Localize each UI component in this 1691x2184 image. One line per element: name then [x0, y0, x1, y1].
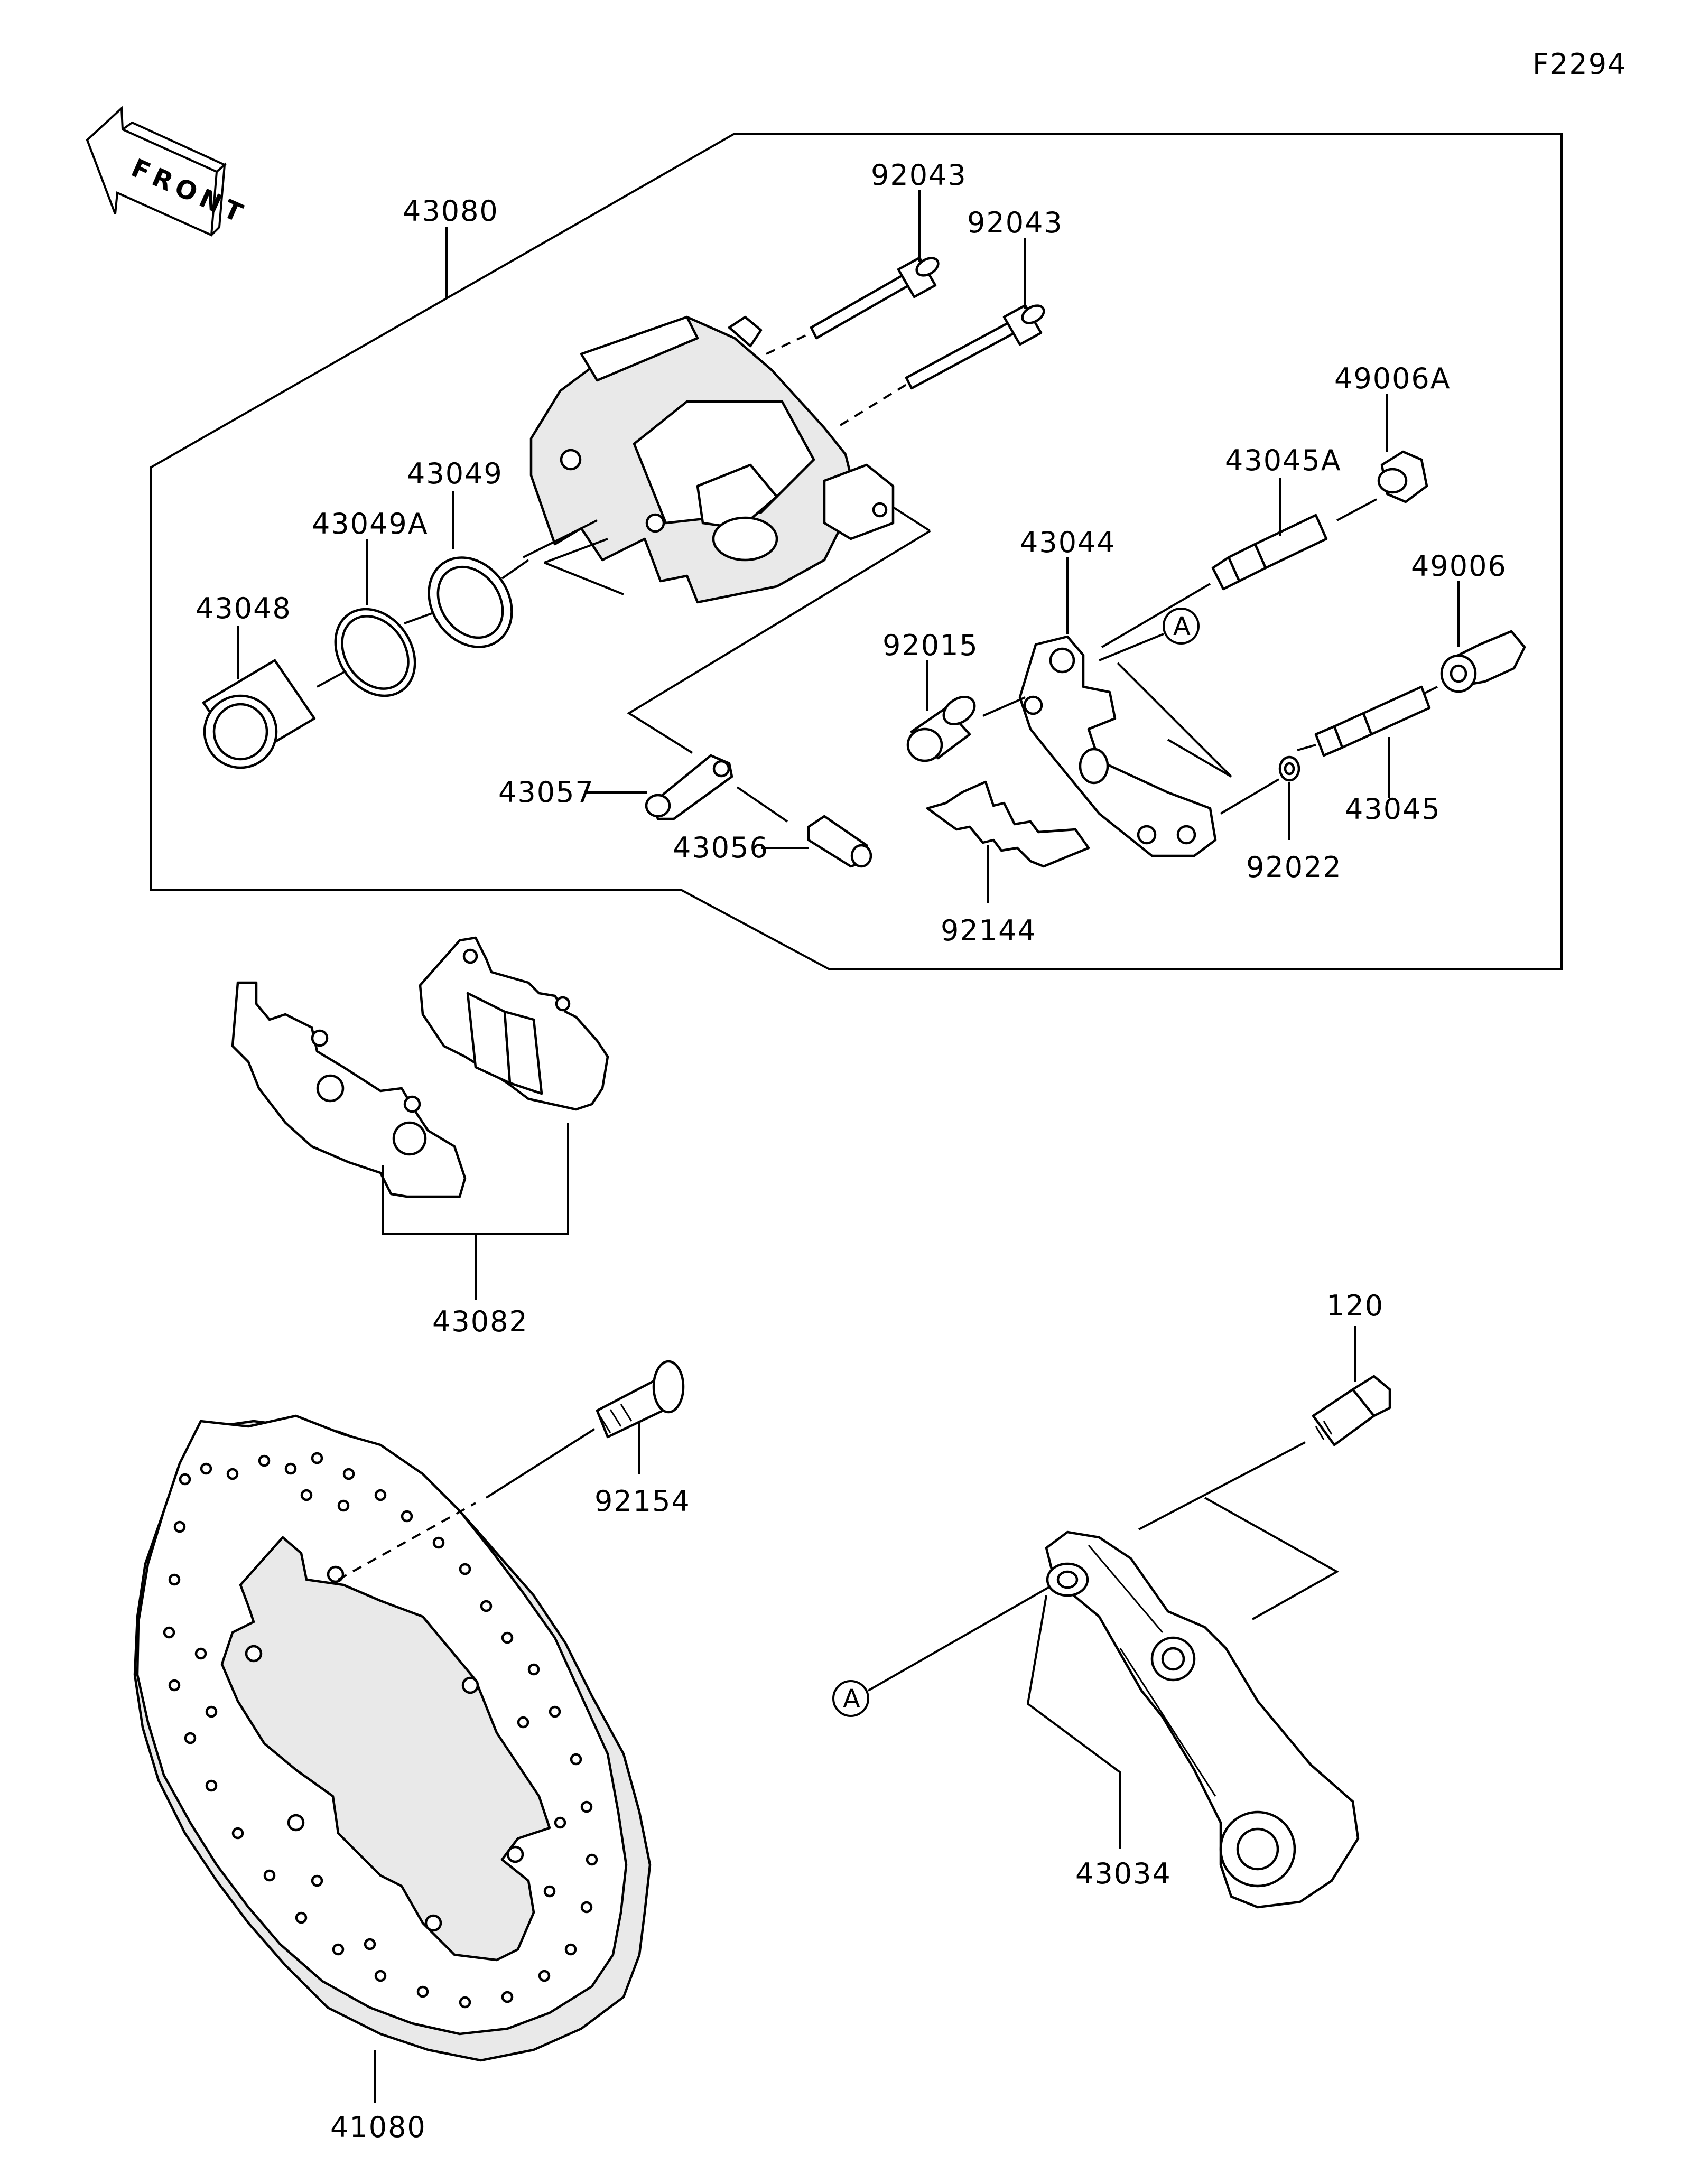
label-92015: 92015 — [882, 629, 979, 662]
pin-92043-upper — [810, 256, 940, 340]
bracket-43034 — [1045, 1530, 1360, 1909]
label-43034: 43034 — [1075, 1857, 1172, 1890]
label-43056: 43056 — [673, 831, 769, 864]
label-43082: 43082 — [432, 1305, 528, 1338]
seal-43049 — [428, 556, 513, 648]
front-arrow-icon: FRONT — [86, 106, 252, 237]
label-41080: 41080 — [330, 2111, 426, 2144]
label-43045A: 43045A — [1225, 444, 1342, 477]
cap-49006A — [1377, 450, 1428, 503]
label-92144: 92144 — [941, 914, 1037, 947]
bolt-120 — [1312, 1375, 1391, 1446]
disc-bolt-92154 — [596, 1360, 685, 1439]
caliper-body — [529, 315, 895, 604]
disc-vent-holes — [163, 1452, 598, 2009]
label-43049A: 43049A — [312, 507, 429, 540]
pad-spring-92144 — [926, 780, 1090, 868]
cap-49006 — [1440, 630, 1526, 693]
label-43045: 43045 — [1345, 792, 1441, 826]
diagram-id: F2294 — [1532, 48, 1627, 81]
label-92022: 92022 — [1246, 851, 1342, 884]
callout-a-lower: A — [832, 1680, 869, 1717]
label-43049: 43049 — [407, 457, 503, 490]
caliper-assembly-frame — [150, 133, 1563, 970]
label-49006: 49006 — [1411, 549, 1507, 583]
caliper-bracket-43044 — [1018, 635, 1217, 857]
bleeder-cap-43057 — [645, 754, 733, 820]
label-92154: 92154 — [594, 1485, 691, 1518]
piston-43048 — [202, 659, 316, 769]
brake-disc-41080 — [133, 1414, 652, 2062]
label-120: 120 — [1326, 1289, 1384, 1322]
seal-43049A — [334, 608, 416, 697]
label-43057: 43057 — [498, 776, 594, 809]
brake-pad-left — [231, 981, 467, 1198]
front-label: FRONT — [127, 153, 252, 230]
label-43044: 43044 — [1020, 526, 1116, 559]
label-92043-lower: 92043 — [967, 206, 1063, 239]
label-43080: 43080 — [403, 194, 499, 228]
callout-a-upper: A — [1163, 608, 1200, 645]
bleeder-valve-43056 — [807, 815, 872, 868]
bolt-43045 — [1314, 685, 1431, 757]
label-43048: 43048 — [196, 592, 292, 625]
bolt-43045A — [1211, 514, 1328, 591]
svg-text:A: A — [1173, 612, 1191, 641]
pin-92043-lower — [905, 304, 1045, 390]
washer-92022 — [1278, 755, 1300, 782]
label-49006A: 49006A — [1334, 362, 1451, 395]
bushing-92015 — [906, 696, 976, 762]
svg-text:A: A — [843, 1684, 860, 1714]
brake-pad-right — [419, 936, 609, 1111]
label-92043-upper: 92043 — [871, 158, 967, 192]
